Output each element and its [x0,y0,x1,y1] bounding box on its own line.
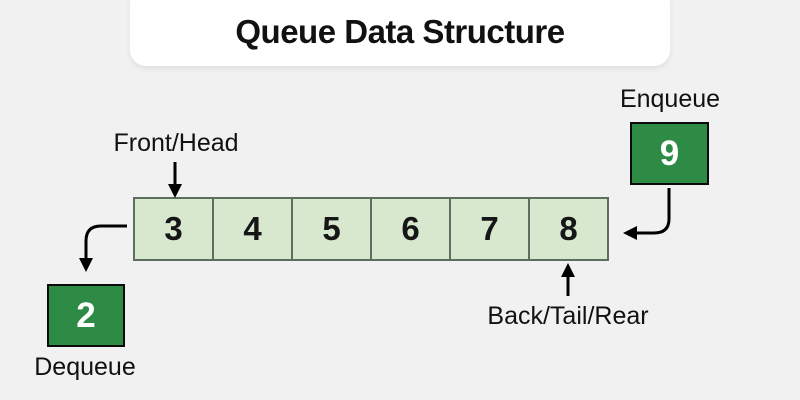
queue-cell: 3 [135,199,214,259]
enqueue-item-value: 9 [659,133,680,173]
enqueue-item-box: 9 [630,122,709,185]
dequeue-item-box: 2 [47,284,125,347]
dequeue-label: Dequeue [34,353,136,381]
queue-cell: 5 [293,199,372,259]
enqueue-label: Enqueue [619,85,721,113]
queue-cell: 7 [451,199,530,259]
queue-cell: 6 [372,199,451,259]
dequeue-item-value: 2 [76,295,96,335]
title-card: Queue Data Structure [130,0,670,66]
back-tail-rear-label: Back/Tail/Rear [487,302,649,330]
page-title: Queue Data Structure [235,13,565,50]
queue-container: 3 4 5 6 7 8 [133,197,609,261]
dequeue-arrow-icon [79,224,127,272]
front-head-label: Front/Head [113,129,239,157]
queue-cell: 8 [559,210,578,247]
queue-cell: 4 [214,199,293,259]
front-head-arrow-icon [168,162,182,198]
back-tail-rear-arrow-icon [561,263,575,296]
enqueue-arrow-icon [623,188,671,240]
